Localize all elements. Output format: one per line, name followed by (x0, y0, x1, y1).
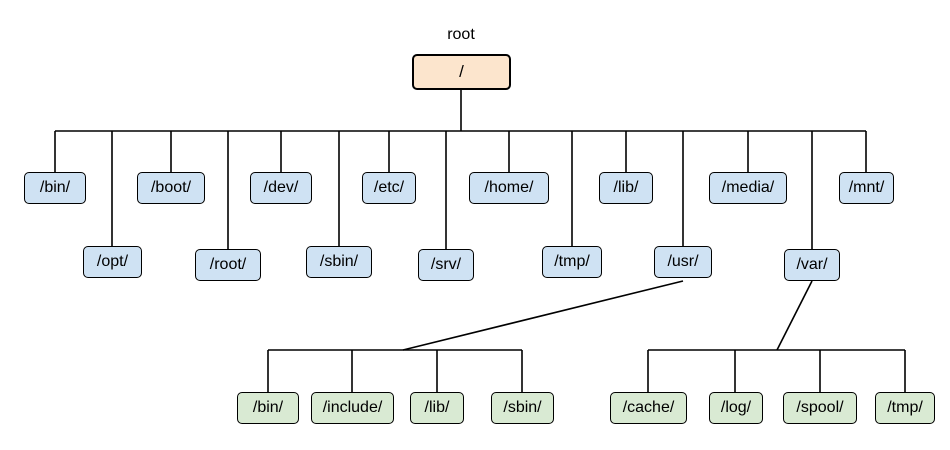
usr-diagonal-line (402, 280, 684, 351)
dir-tmp: /tmp/ (542, 246, 602, 278)
usr-child-bin: /bin/ (237, 392, 299, 424)
usr-child-sbin: /sbin/ (491, 392, 554, 424)
var-child-cache: /cache/ (610, 392, 687, 424)
dir-sbin: /sbin/ (306, 246, 372, 278)
dir-boot: /boot/ (137, 172, 205, 204)
dir-srv: /srv/ (418, 249, 474, 281)
root-node: / (412, 54, 511, 90)
var-child-spool: /spool/ (783, 392, 857, 424)
dir-lib: /lib/ (599, 172, 653, 204)
usr-child-lib: /lib/ (410, 392, 464, 424)
dir-media: /media/ (709, 172, 787, 204)
dir-root: /root/ (195, 249, 261, 281)
dir-var: /var/ (784, 249, 840, 281)
dir-bin: /bin/ (24, 172, 86, 204)
var-child-log: /log/ (709, 392, 763, 424)
var-child-tmp: /tmp/ (875, 392, 935, 424)
dir-etc: /etc/ (362, 172, 416, 204)
usr-child-include: /include/ (311, 392, 394, 424)
dir-dev: /dev/ (250, 172, 312, 204)
dir-opt: /opt/ (83, 246, 142, 278)
dir-mnt: /mnt/ (839, 172, 894, 204)
dir-usr: /usr/ (654, 246, 712, 278)
dir-home: /home/ (469, 172, 549, 204)
var-diagonal-line (776, 280, 813, 351)
root-caption: root (447, 26, 475, 43)
